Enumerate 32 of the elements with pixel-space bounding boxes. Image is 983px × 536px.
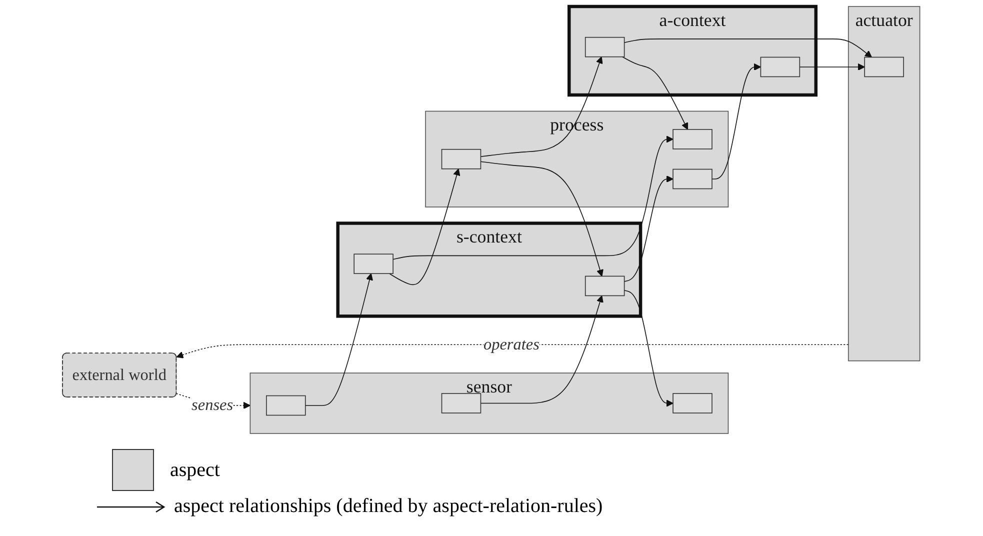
arrow <box>624 290 674 407</box>
arrow <box>624 175 674 282</box>
cluster: sensor <box>250 372 729 434</box>
node-box <box>864 56 904 78</box>
node-box <box>672 129 713 150</box>
node-box <box>442 148 482 170</box>
cluster: actuator <box>848 6 921 362</box>
arrow <box>712 63 762 180</box>
arrow <box>305 273 374 406</box>
node-box <box>585 276 626 296</box>
node-box <box>354 254 394 274</box>
arrow <box>480 56 604 158</box>
node-box <box>266 395 306 416</box>
edge-label: senses <box>192 396 234 414</box>
arrow <box>176 344 850 358</box>
cluster: a-context <box>568 4 818 97</box>
legend-label: aspect <box>170 458 220 482</box>
node-box <box>672 393 713 414</box>
arrow <box>622 56 688 130</box>
edge-label: operates <box>484 336 540 354</box>
arrow <box>389 168 461 286</box>
arrow <box>480 161 604 277</box>
arrow <box>393 136 674 260</box>
arrow <box>624 38 872 58</box>
node-box <box>442 393 482 414</box>
cluster: s-context <box>336 222 643 318</box>
node-box <box>585 36 626 58</box>
arrow <box>800 63 866 71</box>
node-box <box>760 56 800 78</box>
node-box <box>672 168 713 190</box>
legend-label: aspect relationships (defined by aspect-relation-rules) <box>174 495 603 518</box>
arrow <box>480 295 604 404</box>
